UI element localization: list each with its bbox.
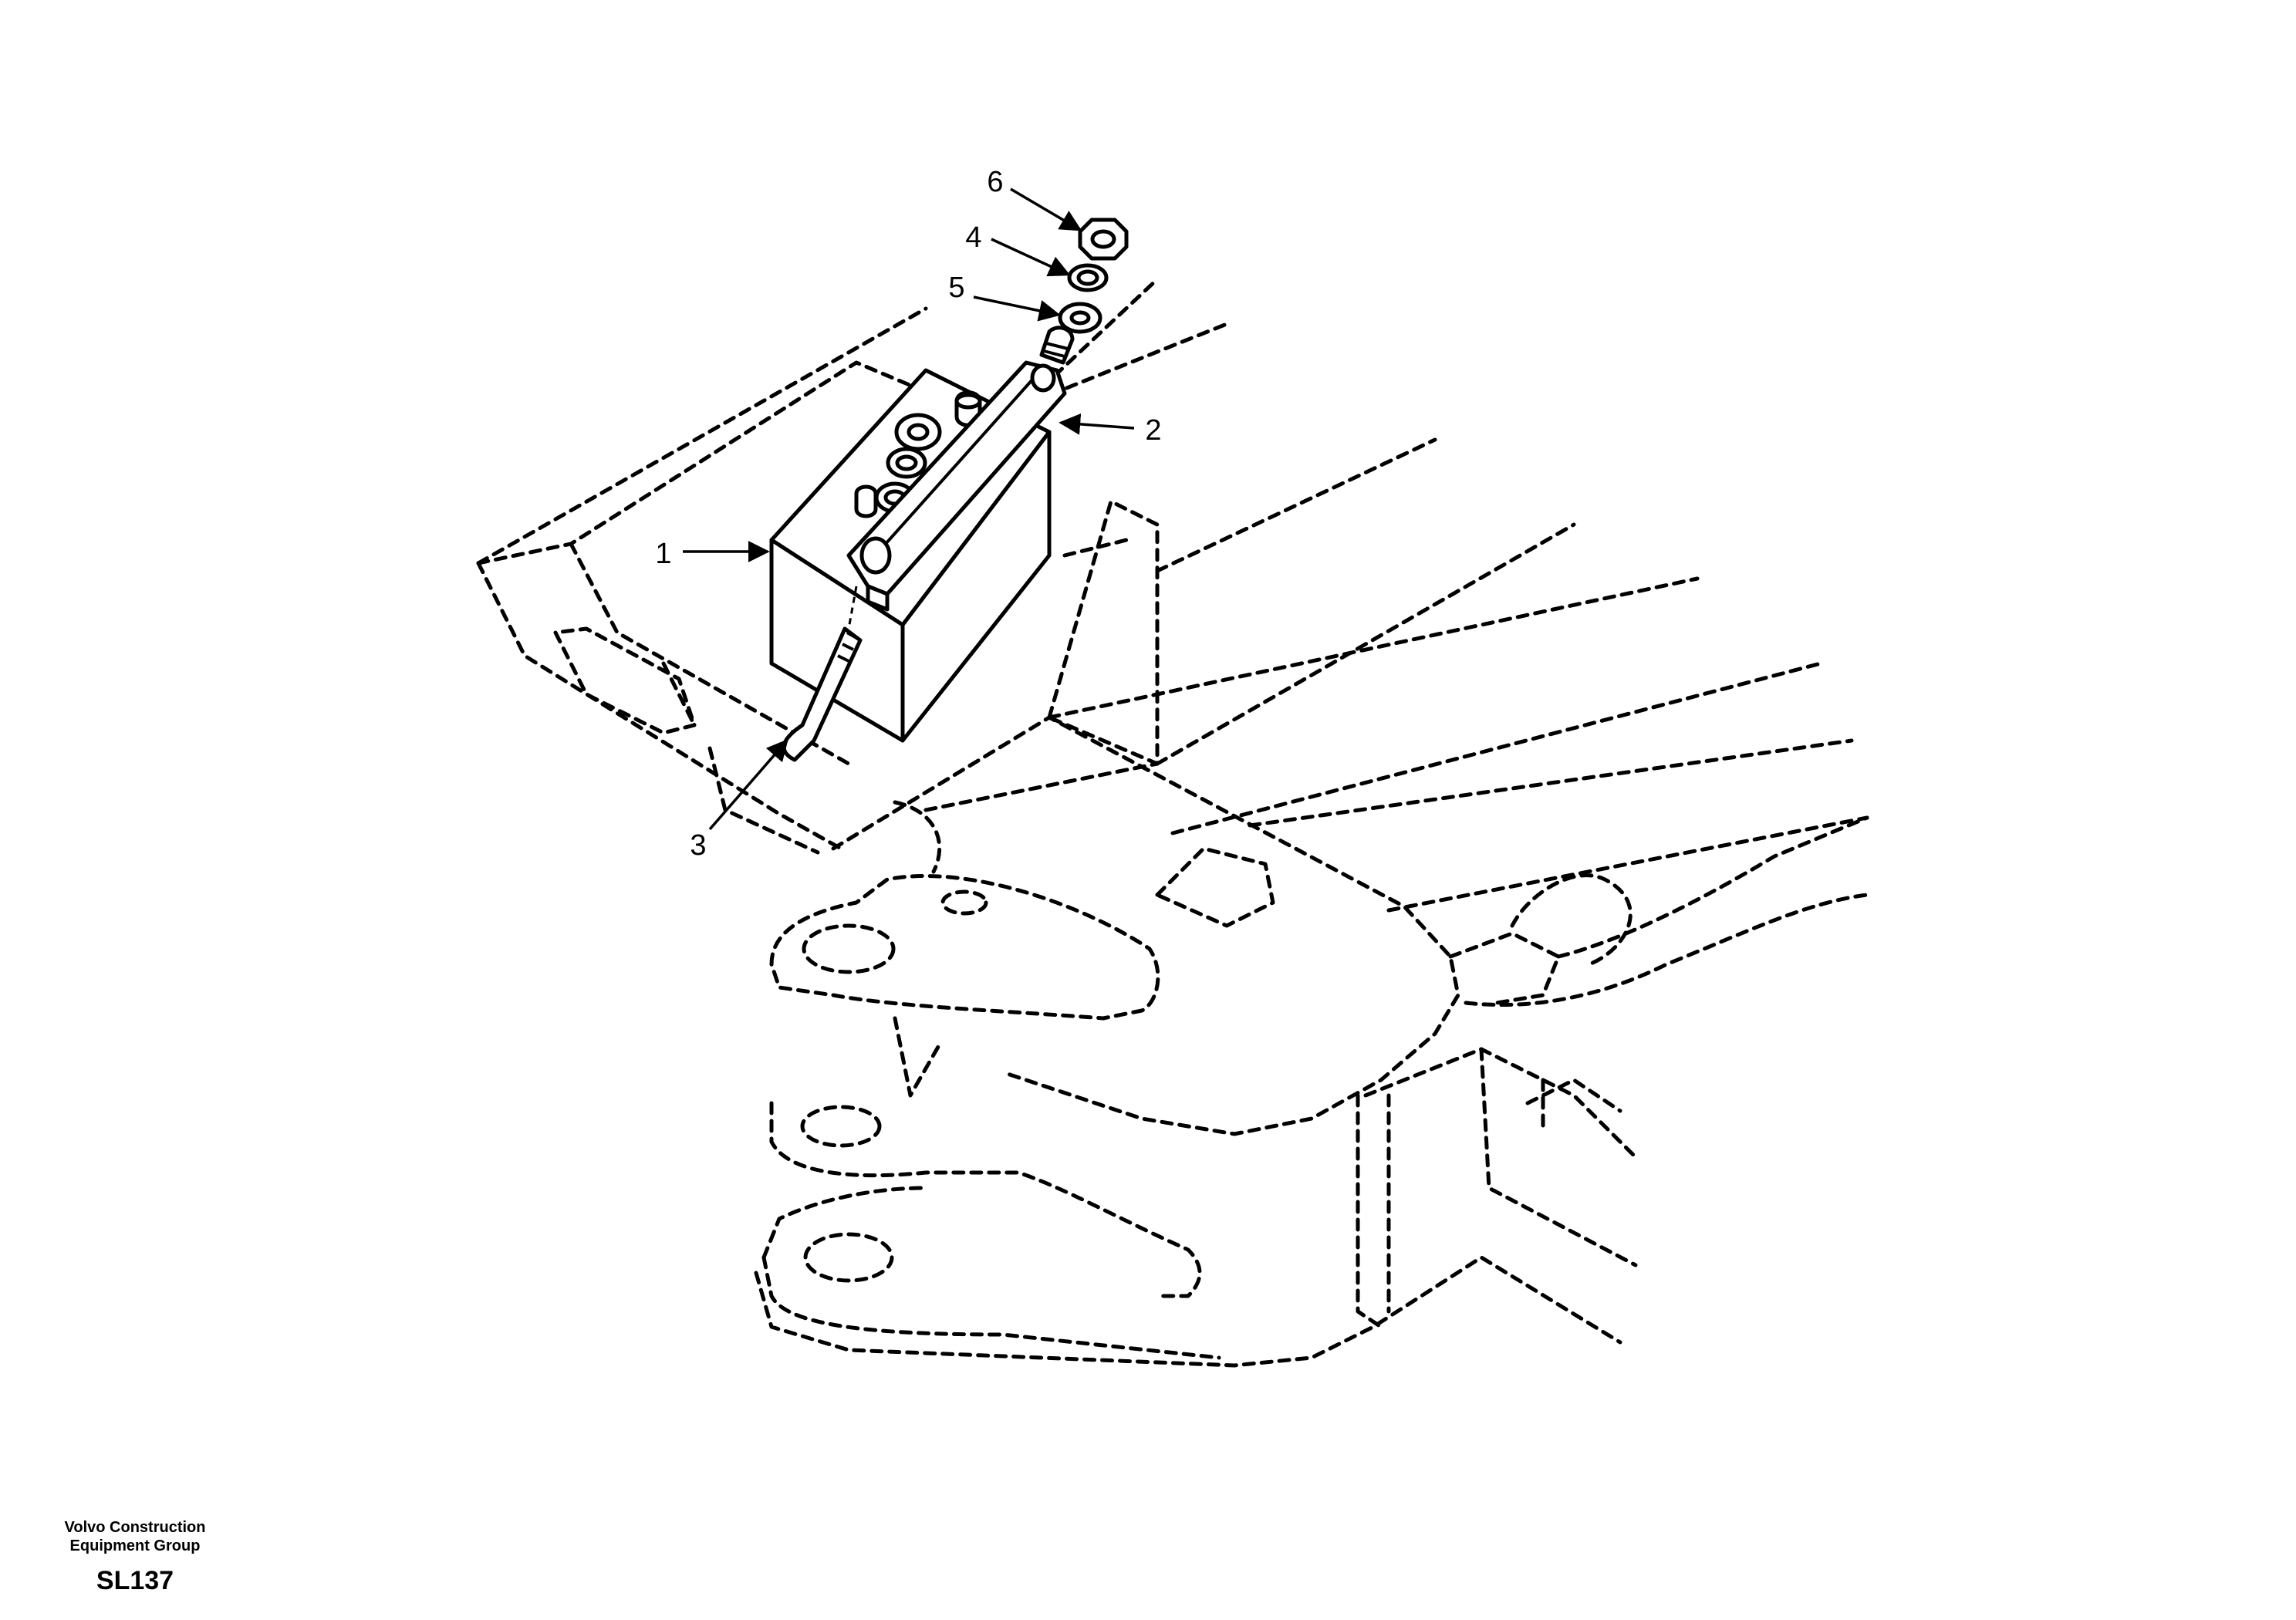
washer-part-5	[1058, 302, 1102, 334]
callout-6: 6	[987, 166, 1003, 198]
nut-part-6	[1078, 218, 1129, 261]
lock-washer-part-4	[1067, 263, 1109, 292]
strap-part-2	[846, 360, 1067, 612]
footer-diagram-code: SL137	[96, 1566, 174, 1595]
callout-leaders	[683, 187, 1135, 831]
callout-4: 4	[965, 221, 981, 254]
footer-company: Volvo Construction Equipment Group	[39, 1518, 231, 1555]
callout-2: 2	[1145, 414, 1161, 447]
callout-3: 3	[690, 829, 706, 862]
footer-company-line2: Equipment Group	[69, 1537, 201, 1554]
callout-1: 1	[655, 538, 671, 570]
threaded-stud	[1039, 326, 1075, 365]
callout-5: 5	[948, 272, 964, 304]
frame-phantom-outline	[476, 277, 1869, 1368]
footer-company-line1: Volvo Construction	[64, 1519, 206, 1536]
